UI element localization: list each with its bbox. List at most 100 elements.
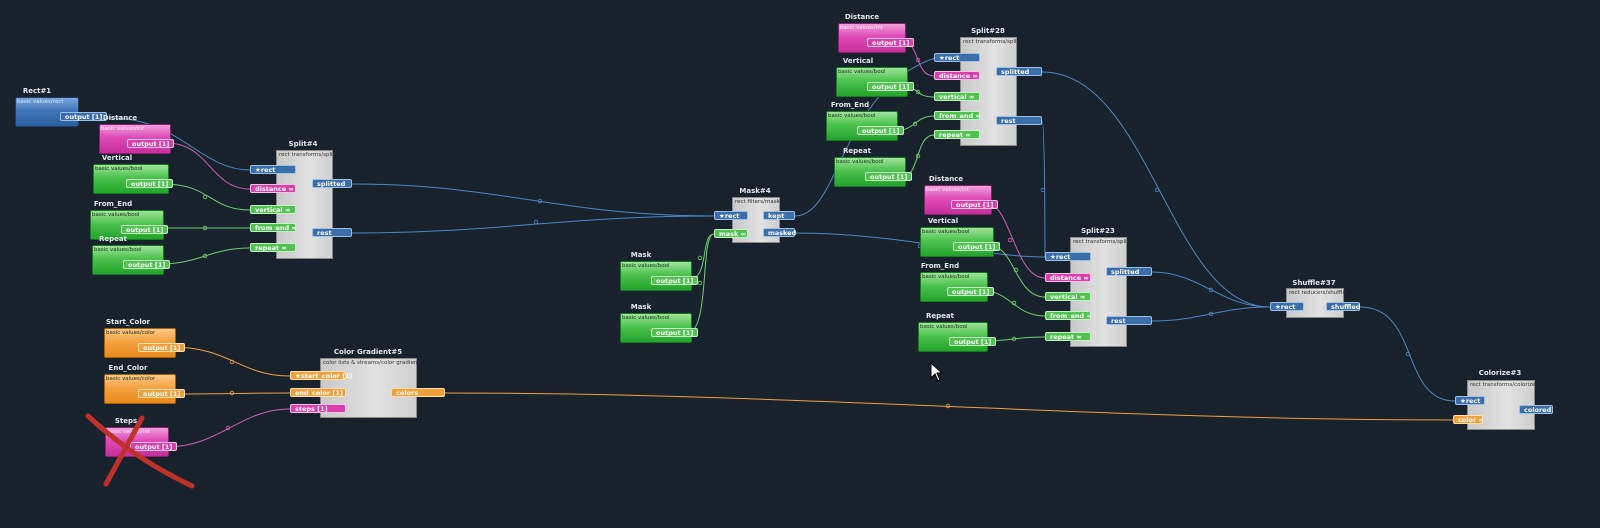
output-port-splitted[interactable]: splitted (312, 179, 352, 188)
wire-vert23-split23 (989, 245, 1046, 298)
input-port-vertical[interactable]: vertical ∞ (250, 205, 296, 214)
input-port-steps[interactable]: steps [1] (290, 404, 346, 413)
node-subtitle: rect filters/mask (735, 199, 780, 205)
node-repeat-28[interactable]: basic values/bool output [1] (834, 157, 913, 187)
wire-repeat1-split4 (159, 247, 251, 265)
input-port-distance[interactable]: distance ∞ (934, 71, 980, 80)
output-port-rest[interactable]: rest (996, 116, 1042, 125)
output-port[interactable]: output [1] (138, 343, 186, 352)
input-port-rect[interactable]: ★rect (1270, 302, 1304, 311)
input-port-rect[interactable]: ★rect (934, 53, 980, 62)
wire-dist28-split28 (903, 42, 935, 77)
node-startcolor[interactable]: basic values/color output [1] (104, 328, 186, 358)
output-port[interactable]: output [1] (121, 225, 169, 234)
input-port-vertical[interactable]: vertical ∞ (934, 92, 980, 101)
input-port-rect[interactable]: ★rect (1045, 252, 1091, 261)
output-port-masked[interactable]: masked (763, 228, 796, 237)
node-title-rect1: Rect#1 (22, 87, 52, 95)
node-vertical-23[interactable]: basic values/bool output [1] (920, 227, 1001, 257)
disabled-cross-mark (85, 413, 195, 489)
node-subtitle: basic values/int (926, 187, 969, 193)
output-port-kept[interactable]: kept (763, 211, 795, 220)
input-port-repeat[interactable]: repeat ∞ (934, 130, 980, 139)
node-subtitle: basic values/int (107, 429, 150, 435)
node-subtitle: basic values/bool (922, 274, 970, 280)
input-port-distance[interactable]: distance ∞ (1045, 273, 1091, 282)
node-subtitle: basic values/rect (17, 99, 64, 105)
wire-startcolor-cgrad (171, 346, 291, 377)
input-port-fromend[interactable]: from_end ∞ (250, 223, 297, 232)
input-port-fromend[interactable]: from_end ∞ (934, 111, 981, 120)
node-title-repeat: Repeat (99, 235, 127, 243)
output-port-splitted[interactable]: splitted (996, 67, 1042, 76)
output-port-colors[interactable]: colors (391, 388, 445, 397)
node-split28[interactable]: rect transforms/split (960, 37, 1019, 146)
node-title-startcolor: Start_Color (105, 318, 151, 326)
node-mask4[interactable]: rect filters/mask (732, 197, 780, 243)
node-title-mask-1: Mask (630, 251, 652, 259)
output-port[interactable]: output [1] (953, 242, 1001, 251)
node-fromend[interactable]: basic values/bool output [1] (90, 210, 169, 240)
input-port-startcolor[interactable]: ★start_color [1] (290, 371, 353, 380)
output-port[interactable]: output [1] (857, 126, 905, 135)
input-port-color[interactable]: color ∞ (1453, 415, 1484, 424)
output-port[interactable]: output [1] (130, 442, 178, 451)
input-port-rect[interactable]: ★rect (1455, 396, 1485, 405)
input-port-vertical[interactable]: vertical ∞ (1045, 292, 1091, 301)
wire-vert1-split4 (163, 183, 251, 211)
mouse-cursor-icon (930, 362, 944, 382)
output-port[interactable]: output [1] (949, 337, 997, 346)
output-port-rest[interactable]: rest (312, 228, 352, 237)
node-title-mask4: Mask#4 (739, 187, 771, 195)
input-port-distance[interactable]: distance ∞ (250, 184, 296, 193)
node-subtitle: basic values/bool (94, 247, 142, 253)
node-mask-1[interactable]: basic values/bool output [1] (620, 261, 699, 291)
node-subtitle: basic values/bool (920, 324, 968, 330)
output-port[interactable]: output [1] (651, 276, 699, 285)
node-endcolor[interactable]: basic values/color output [1] (104, 374, 186, 404)
output-port[interactable]: output [1] (126, 179, 174, 188)
node-title-distance: Distance (102, 114, 138, 122)
node-rect1[interactable]: basic values/rect output [1] (15, 97, 108, 127)
node-title-endcolor: End_Color (108, 364, 148, 372)
node-distance[interactable]: basic values/int output [1] (99, 124, 175, 154)
wire-split23-splitted-shuffle (1151, 271, 1271, 308)
input-port-repeat[interactable]: repeat ∞ (250, 243, 296, 252)
node-repeat-23[interactable]: basic values/bool output [1] (918, 322, 997, 352)
node-distance-28[interactable]: basic values/int output [1] (838, 23, 915, 53)
node-distance-23[interactable]: basic values/int output [1] (924, 185, 999, 215)
input-port-mask[interactable]: mask ∞ (714, 229, 748, 238)
output-port[interactable]: output [1] (60, 112, 108, 121)
input-port-fromend[interactable]: from_end ∞ (1045, 311, 1092, 320)
output-port[interactable]: output [1] (865, 172, 913, 181)
output-port[interactable]: output [1] (127, 139, 175, 148)
node-title-repeat-23: Repeat (926, 312, 954, 320)
output-port[interactable]: output [1] (947, 287, 995, 296)
output-port[interactable]: output [1] (867, 82, 915, 91)
wire-shuffle-colorize (1359, 306, 1456, 402)
input-port-rect[interactable]: ★rect (714, 211, 748, 220)
output-port-shuffled[interactable]: shuffled (1326, 302, 1360, 311)
output-port-rest[interactable]: rest (1106, 316, 1152, 325)
node-title-colorize: Colorize#3 (1478, 369, 1522, 377)
input-port-endcolor[interactable]: end_color [1] (290, 388, 346, 397)
node-fromend-28[interactable]: basic values/bool output [1] (826, 111, 905, 141)
node-vertical-28[interactable]: basic values/bool output [1] (836, 67, 915, 97)
node-title-repeat-28: Repeat (843, 147, 871, 155)
output-port[interactable]: output [1] (867, 38, 915, 47)
node-title-split4: Split#4 (288, 140, 318, 148)
node-vertical[interactable]: basic values/bool output [1] (93, 164, 174, 194)
node-subtitle: basic values/bool (95, 166, 143, 172)
output-port-splitted[interactable]: splitted (1106, 267, 1152, 276)
output-port[interactable]: output [1] (138, 389, 186, 398)
input-port-rect[interactable]: ★rect (250, 165, 296, 174)
output-port-colored[interactable]: colored (1519, 405, 1553, 414)
output-port[interactable]: output [1] (951, 200, 999, 209)
output-port[interactable]: output [1] (123, 260, 171, 269)
input-port-repeat[interactable]: repeat ∞ (1045, 332, 1091, 341)
node-mask-2[interactable]: basic values/bool output [1] (620, 313, 699, 343)
node-repeat[interactable]: basic values/bool output [1] (92, 245, 171, 275)
output-port[interactable]: output [1] (651, 328, 699, 337)
node-subtitle: basic values/bool (622, 315, 670, 321)
node-fromend-23[interactable]: basic values/bool output [1] (920, 272, 995, 302)
